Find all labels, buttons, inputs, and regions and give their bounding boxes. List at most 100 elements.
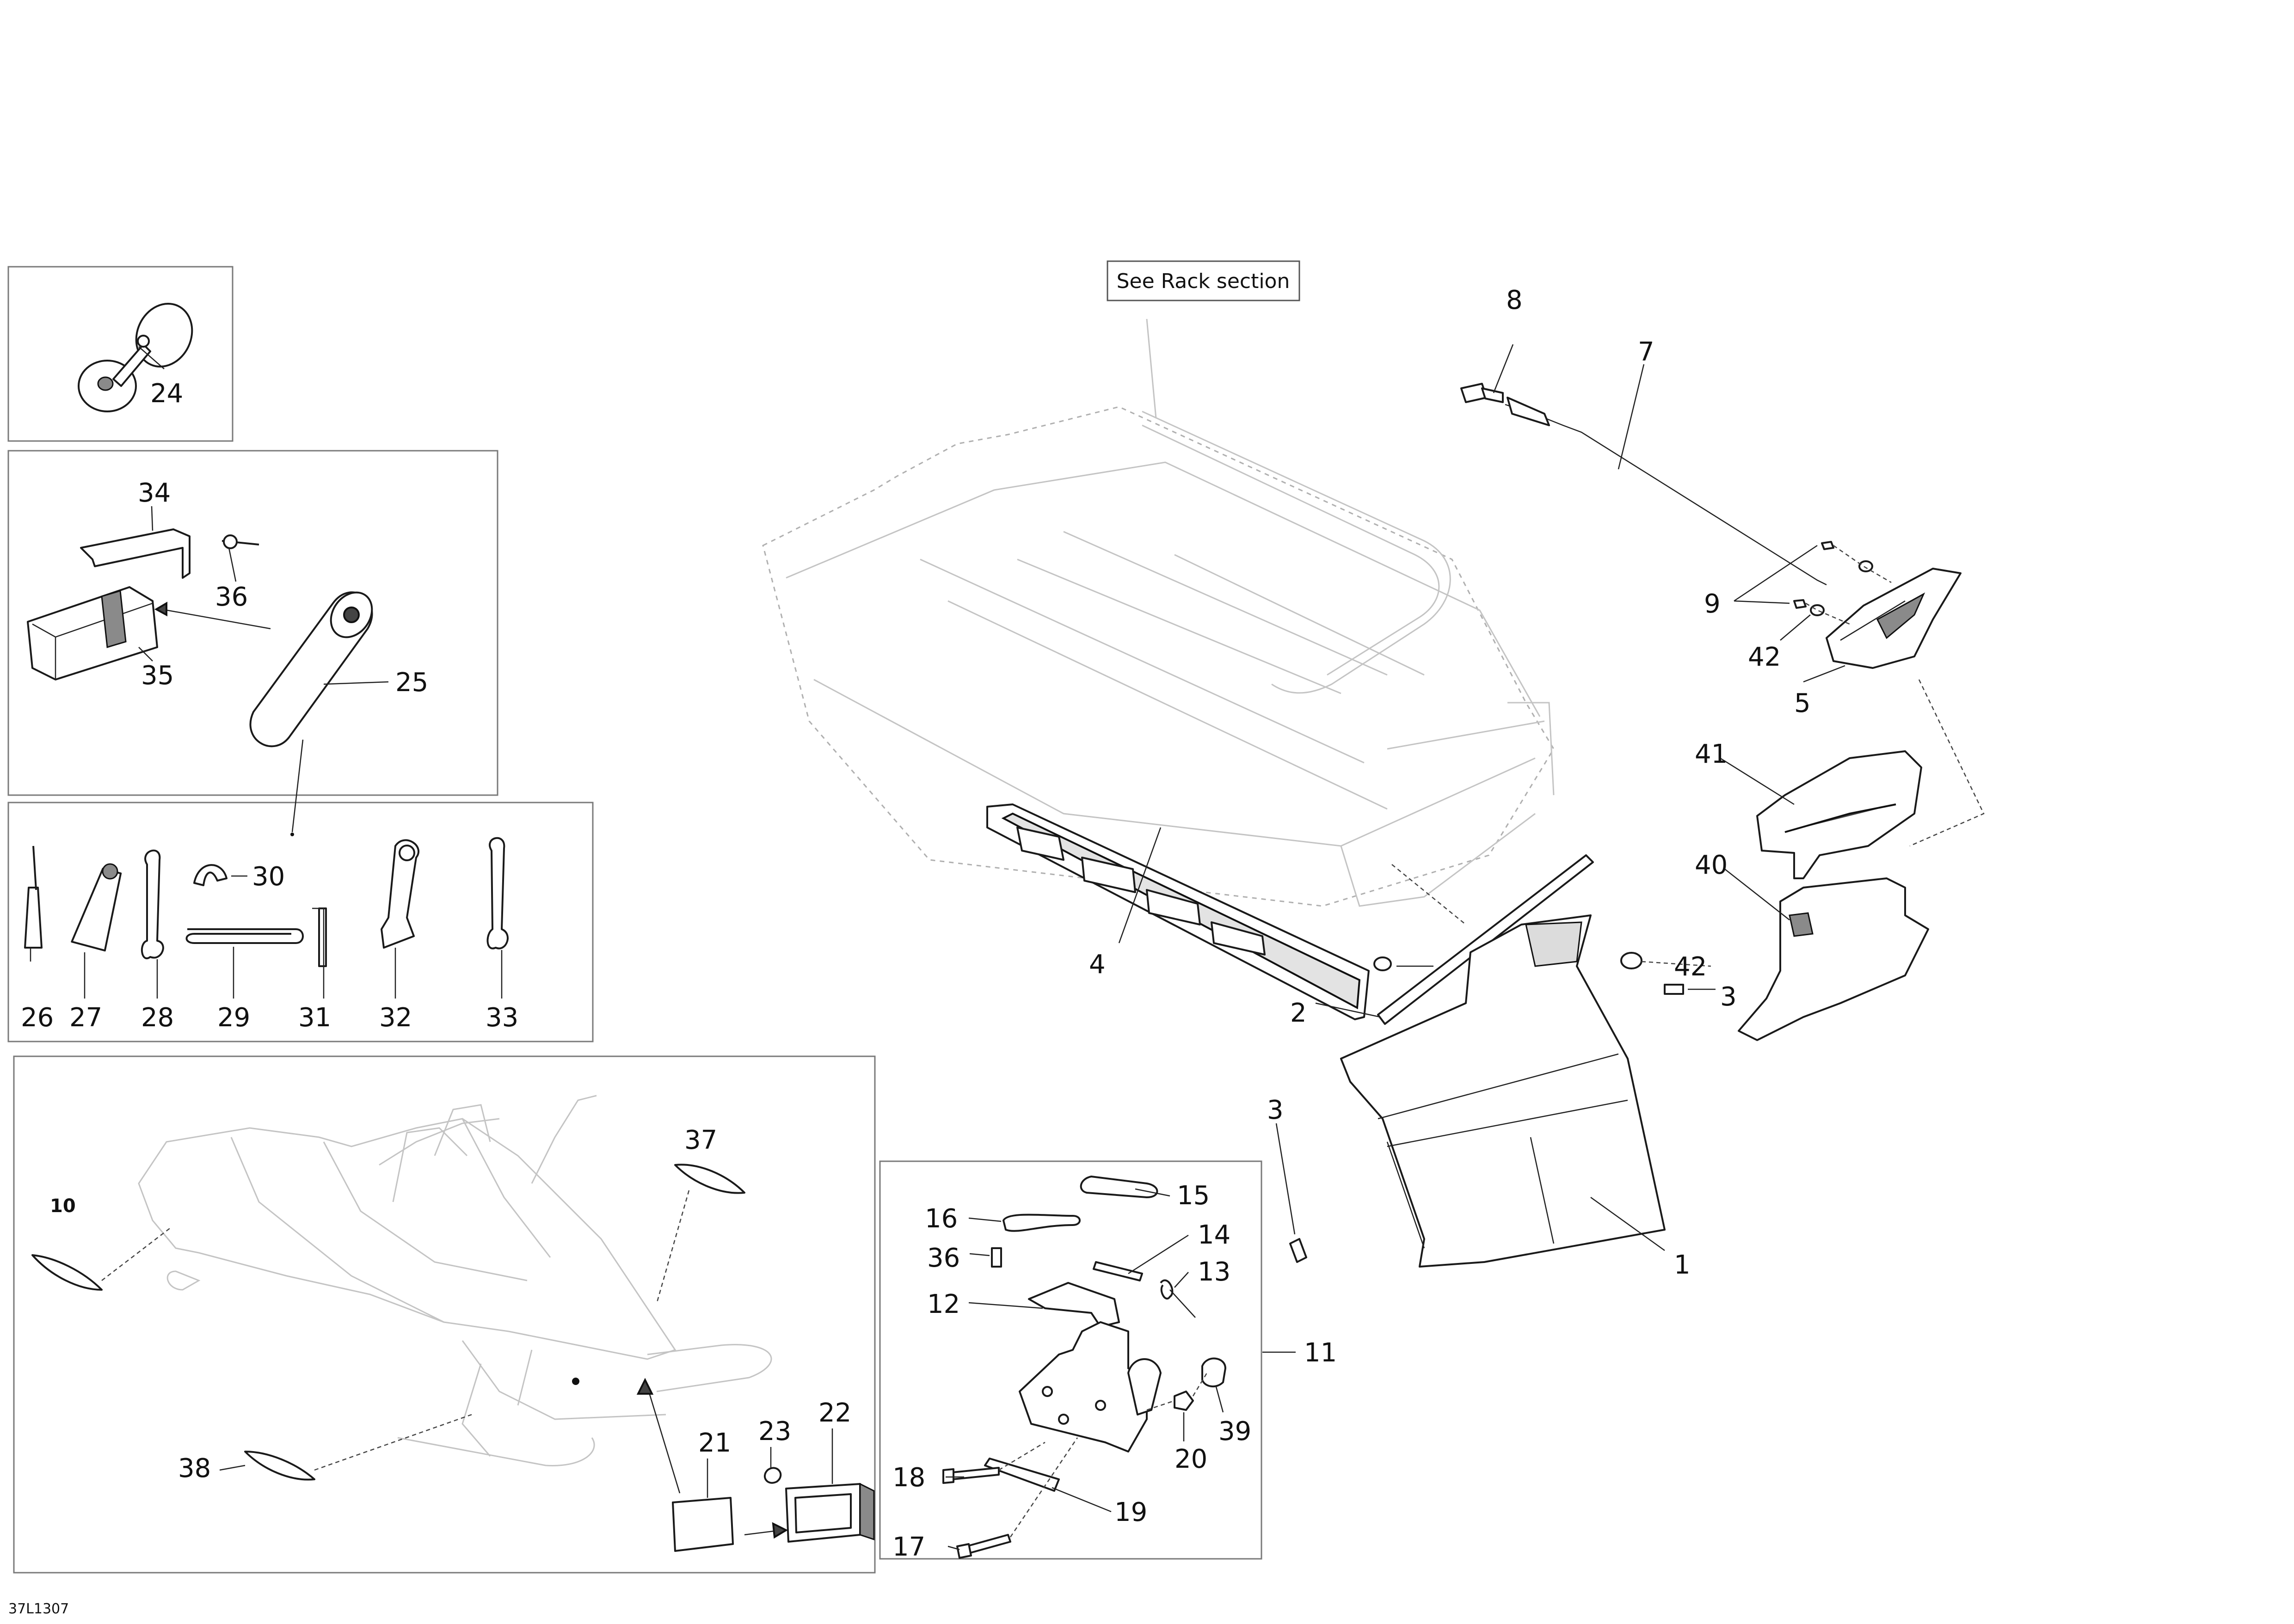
inset-box-vehicle bbox=[13, 1055, 876, 1574]
inset-box-tools bbox=[7, 802, 594, 1042]
callout-5: 5 bbox=[1794, 688, 1811, 718]
harness-part-7 bbox=[1505, 397, 1827, 586]
cap-part-39 bbox=[1201, 1357, 1226, 1387]
bracket-part bbox=[80, 528, 191, 579]
leader-3a bbox=[1275, 1123, 1296, 1235]
bracket-part-40 bbox=[1738, 877, 1929, 1041]
bolt-part-17 bbox=[956, 1534, 1011, 1559]
callout-37: 37 bbox=[684, 1125, 717, 1155]
dash-guide bbox=[1146, 1400, 1175, 1411]
side-panel-part-4 bbox=[986, 803, 1370, 1020]
callout-29: 29 bbox=[217, 1003, 250, 1033]
callout-22: 22 bbox=[818, 1398, 851, 1428]
leader-38 bbox=[219, 1465, 246, 1471]
mount-point-dot bbox=[572, 1378, 579, 1385]
screwdriver-part bbox=[24, 846, 43, 962]
latch-part-12 bbox=[1028, 1282, 1120, 1328]
leader-2 bbox=[1315, 1002, 1381, 1018]
callout-24: 24 bbox=[150, 379, 183, 409]
clip-part-30 bbox=[193, 864, 228, 886]
holder-part-22 bbox=[785, 1483, 875, 1543]
leader-rack-note bbox=[1146, 319, 1157, 419]
arrow-head bbox=[772, 1522, 788, 1539]
callout-3a: 3 bbox=[1267, 1095, 1284, 1125]
leader-36a bbox=[228, 547, 237, 582]
callout-39: 39 bbox=[1218, 1416, 1251, 1446]
decal-part-10 bbox=[31, 1254, 103, 1291]
callout-9: 9 bbox=[1704, 589, 1721, 619]
callout-20: 20 bbox=[1175, 1444, 1207, 1474]
pin-part-14 bbox=[1093, 1261, 1143, 1281]
callout-18: 18 bbox=[892, 1463, 925, 1493]
washer-part-42a bbox=[1858, 560, 1873, 572]
callout-36b: 36 bbox=[927, 1243, 960, 1273]
callout-14: 14 bbox=[1198, 1220, 1230, 1250]
leader-41 bbox=[1720, 757, 1795, 805]
callout-26: 26 bbox=[21, 1003, 54, 1033]
callout-2: 2 bbox=[1290, 998, 1307, 1028]
callout-41: 41 bbox=[1695, 739, 1728, 769]
nut-part-20 bbox=[1174, 1391, 1194, 1411]
leader-15 bbox=[1135, 1188, 1170, 1197]
callout-12: 12 bbox=[927, 1289, 960, 1319]
spark-plug-socket-part bbox=[71, 863, 122, 952]
inset-box-hitch bbox=[879, 1160, 1262, 1560]
inset-box-suction-cup bbox=[7, 266, 234, 442]
mud-flap-part-1 bbox=[1340, 914, 1666, 1268]
callout-23: 23 bbox=[758, 1416, 791, 1446]
connector-part-8 bbox=[1460, 383, 1504, 403]
leader-1 bbox=[1590, 1196, 1665, 1251]
callout-1: 1 bbox=[1674, 1250, 1691, 1280]
callout-34: 34 bbox=[138, 478, 171, 508]
leader-arrow-plate bbox=[646, 1386, 681, 1494]
tool-bag-part bbox=[27, 586, 158, 680]
screw-part-3a bbox=[1289, 1238, 1307, 1263]
leader-31 bbox=[312, 907, 325, 999]
leader-decal-10 bbox=[101, 1227, 172, 1281]
leader-bag-to-tube bbox=[161, 608, 271, 630]
pin-part-15 bbox=[1080, 1176, 1158, 1198]
arrow-head bbox=[154, 601, 167, 617]
leader-39 bbox=[1215, 1386, 1224, 1413]
callout-35: 35 bbox=[141, 661, 174, 691]
callout-8: 8 bbox=[1506, 285, 1523, 315]
callout-42b: 42 bbox=[1674, 952, 1707, 982]
leader-decal-37 bbox=[656, 1190, 690, 1304]
leader-40 bbox=[1724, 869, 1790, 920]
leader-35 bbox=[138, 647, 153, 662]
light-part-5 bbox=[1826, 568, 1962, 669]
callout-27: 27 bbox=[69, 1003, 102, 1033]
leader-36b bbox=[969, 1253, 990, 1256]
dash-guide bbox=[1192, 1373, 1208, 1397]
callout-31: 31 bbox=[298, 1003, 331, 1033]
callout-17: 17 bbox=[892, 1532, 925, 1562]
leader-decal-38 bbox=[314, 1414, 472, 1471]
leader-5 bbox=[1803, 665, 1845, 683]
callout-36a: 36 bbox=[215, 582, 248, 612]
leader-42a bbox=[1780, 614, 1811, 641]
suction-cup-part bbox=[78, 302, 193, 412]
callout-38: 38 bbox=[178, 1453, 211, 1483]
leader-34 bbox=[151, 506, 154, 531]
hitch-body-part-11 bbox=[1019, 1321, 1162, 1452]
callout-28: 28 bbox=[141, 1003, 174, 1033]
leader-9b bbox=[1734, 600, 1790, 604]
decal-part-37 bbox=[674, 1164, 745, 1194]
clip-part-23 bbox=[764, 1467, 782, 1484]
leader-14 bbox=[1128, 1234, 1189, 1275]
leader-4 bbox=[1118, 827, 1162, 944]
callout-3b: 3 bbox=[1720, 982, 1737, 1012]
wrench-part-28 bbox=[141, 849, 164, 959]
snowmobile-outline bbox=[138, 1095, 772, 1466]
leader-19 bbox=[1052, 1487, 1112, 1513]
dash-guide bbox=[1391, 864, 1466, 925]
dash-guide bbox=[1909, 679, 1985, 847]
plate-part-21 bbox=[672, 1497, 734, 1552]
callout-25: 25 bbox=[395, 668, 428, 698]
screw-part-9a bbox=[1821, 541, 1834, 550]
leader-tube-to-tools bbox=[291, 739, 304, 833]
diagram-reference-code: 37L1307 bbox=[8, 1601, 69, 1617]
decal-part-38 bbox=[244, 1451, 315, 1481]
bolt-part-18 bbox=[942, 1467, 1000, 1484]
